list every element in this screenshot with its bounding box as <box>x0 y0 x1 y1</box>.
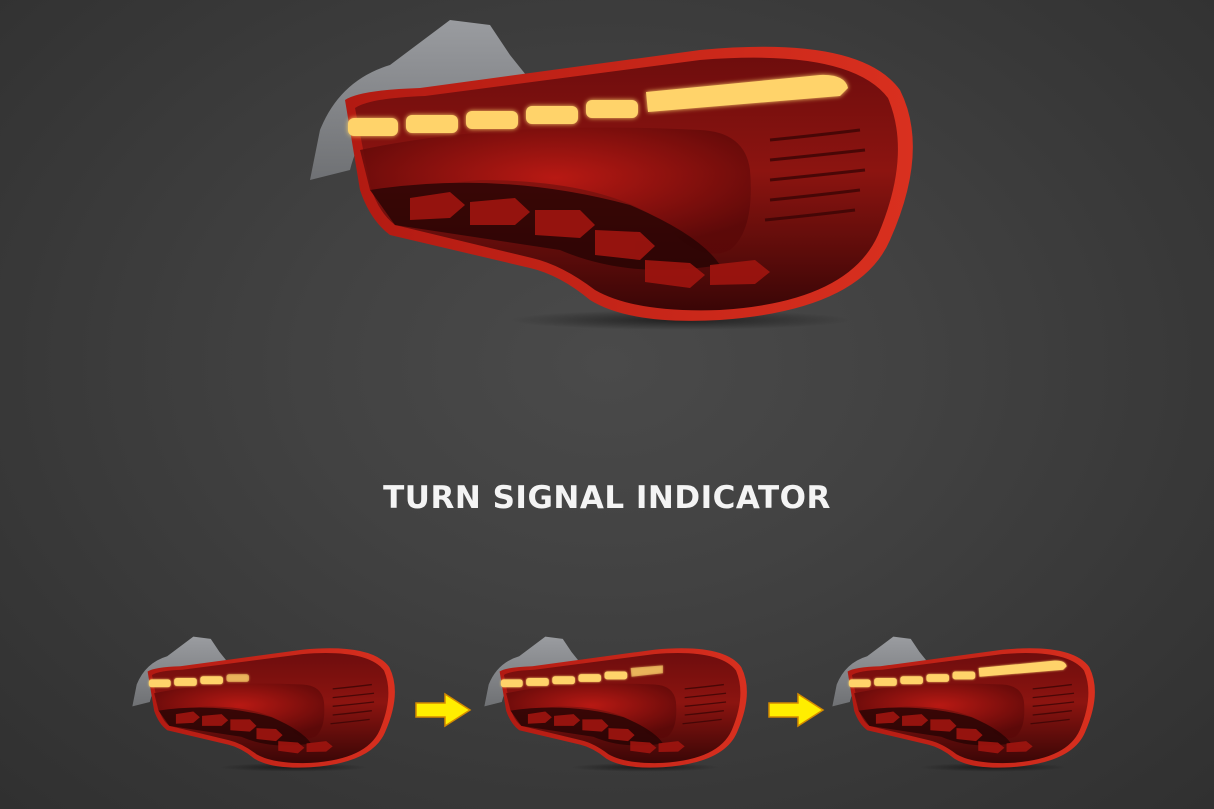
taillight-step-3 <box>831 636 1096 773</box>
taillight-step-2 <box>483 636 748 773</box>
sequence-frame-3 <box>828 636 1098 781</box>
taillight-step-1 <box>131 636 396 773</box>
sequence-frame-2 <box>480 636 750 781</box>
section-title: TURN SIGNAL INDICATOR <box>383 480 831 516</box>
hero-taillight-image <box>300 20 920 350</box>
sequence-frame-1 <box>128 636 398 781</box>
arrow-right-icon <box>766 692 826 728</box>
turn-signal-segments <box>348 74 848 136</box>
taillight-illustration <box>308 20 915 332</box>
arrow-right-icon <box>413 692 473 728</box>
